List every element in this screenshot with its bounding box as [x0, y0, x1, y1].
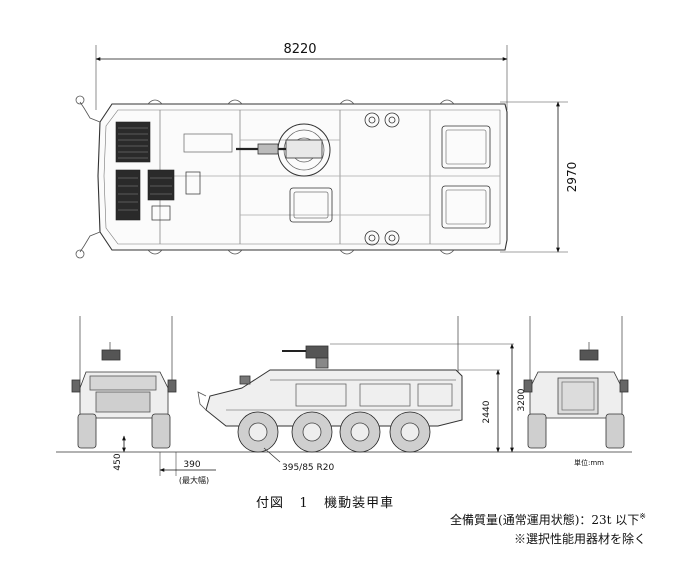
weight-note-text: 全備質量(通常運用状態)：23t 以下 [450, 513, 640, 527]
weight-note-mark: ※ [639, 512, 646, 521]
hatch [289, 187, 333, 223]
weight-note: 全備質量(通常運用状態)：23t 以下※ [450, 511, 646, 528]
side-view [197, 316, 514, 463]
overhang-label: 390 [183, 460, 200, 470]
vehicle-diagram: 8220 2970 3200 2440 450 390 (最大幅) 395/85… [56, 42, 632, 485]
periscopes [364, 112, 400, 246]
vehicle-name: 機動装甲車 [324, 496, 395, 511]
turret [183, 123, 331, 177]
figure-title: 付図 1 機動装甲車 [256, 492, 394, 511]
front-view [71, 316, 216, 476]
height-hull-label: 2440 [482, 400, 492, 423]
engine-grilles [115, 121, 175, 221]
overhang-note: (最大幅) [179, 475, 209, 485]
figure-number: 1 [299, 496, 309, 511]
rear-hatches [441, 125, 491, 229]
top-view [75, 45, 568, 259]
height-total-label: 3200 [517, 388, 527, 411]
tire-size-label: 395/85 R20 [282, 463, 335, 473]
width-label: 2970 [565, 162, 579, 193]
exclude-note: ※選択性能用器材を除く [513, 532, 646, 546]
length-label: 8220 [283, 42, 316, 57]
figure-label: 付図 [256, 496, 285, 511]
side-wheels [237, 411, 431, 453]
top-hull-outline [97, 103, 508, 251]
rear-view [523, 316, 629, 449]
ground-clearance-label: 450 [113, 453, 123, 470]
unit-note: 単位:mm [574, 458, 604, 467]
